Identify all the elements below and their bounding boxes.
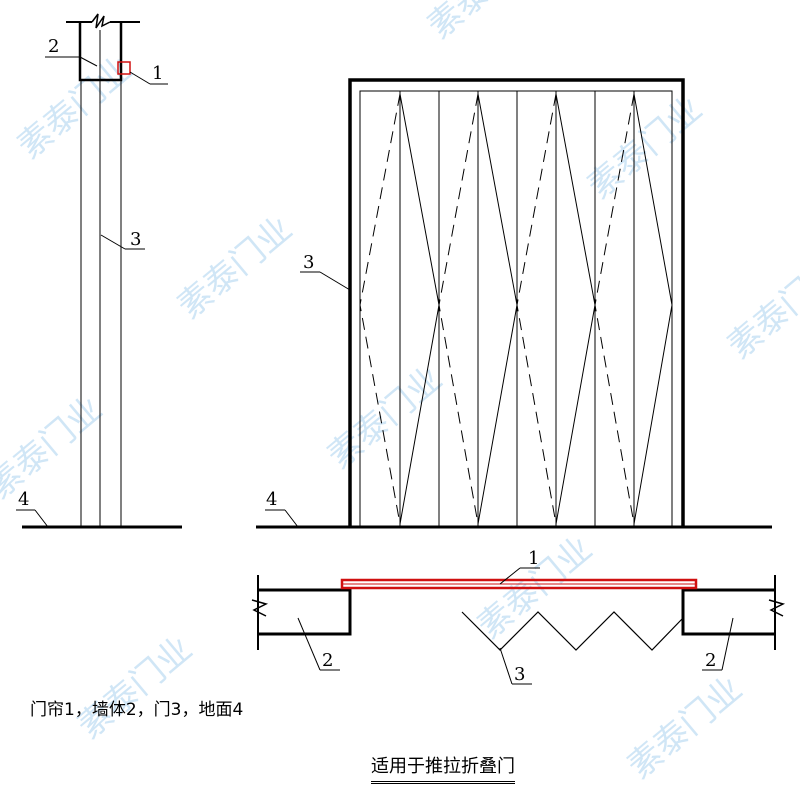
watermark-9: 素泰门业 — [70, 629, 200, 747]
leader-4-side-diag — [34, 509, 49, 528]
leader-4-front-diag — [284, 509, 299, 528]
label-curtain-plan: 1 — [528, 548, 539, 569]
leader-1-plan-diag — [499, 567, 521, 585]
panel-divisions — [399, 91, 635, 527]
plan-wall-right — [681, 588, 775, 636]
watermark-5: 素泰门业 — [320, 359, 450, 477]
label-door-side: 3 — [130, 229, 141, 250]
watermark-4: 素泰门业 — [580, 89, 710, 207]
dashed-swing-lines — [359, 93, 635, 525]
watermark-7: 素泰门业 — [0, 389, 110, 507]
plan-wall-right-break — [768, 599, 786, 617]
door-frame — [348, 78, 685, 527]
leader-1-side — [129, 71, 151, 85]
solid-swing-lines — [399, 93, 673, 525]
label-curtain-side: 1 — [152, 63, 163, 84]
leader-2-plan-left — [297, 617, 321, 671]
watermark-3: 素泰门业 — [170, 209, 300, 327]
side-section-view — [16, 13, 182, 529]
break-mark — [91, 13, 111, 29]
label-wall-plan-right: 2 — [705, 650, 716, 671]
plan-wall-left — [258, 588, 352, 636]
watermark-6: 素泰门业 — [720, 249, 800, 367]
leader-3-side — [100, 234, 126, 250]
plan-view — [251, 567, 786, 685]
leader-2-side-diag — [79, 56, 98, 67]
watermark-10: 素泰门业 — [620, 669, 750, 787]
plan-folded-door — [461, 611, 684, 651]
label-wall-side: 2 — [48, 36, 59, 57]
leader-2-plan-right — [721, 617, 734, 671]
leader-3-front — [319, 271, 351, 291]
legend-text: 门帘1，墙体2，门3，地面4 — [30, 700, 244, 720]
watermark-2: 素泰门业 — [420, 0, 550, 47]
leader-3-plan — [499, 647, 513, 685]
curtain-marker — [117, 61, 131, 75]
front-elevation — [256, 78, 772, 529]
label-door-plan: 3 — [514, 664, 525, 685]
plan-wall-left-break — [251, 599, 269, 617]
drawing-title: 适用于推拉折叠门 — [371, 752, 515, 784]
label-ground-side: 4 — [18, 489, 29, 510]
label-ground-front: 4 — [266, 489, 277, 510]
label-door-front: 3 — [303, 252, 314, 273]
label-wall-plan-left: 2 — [322, 650, 333, 671]
